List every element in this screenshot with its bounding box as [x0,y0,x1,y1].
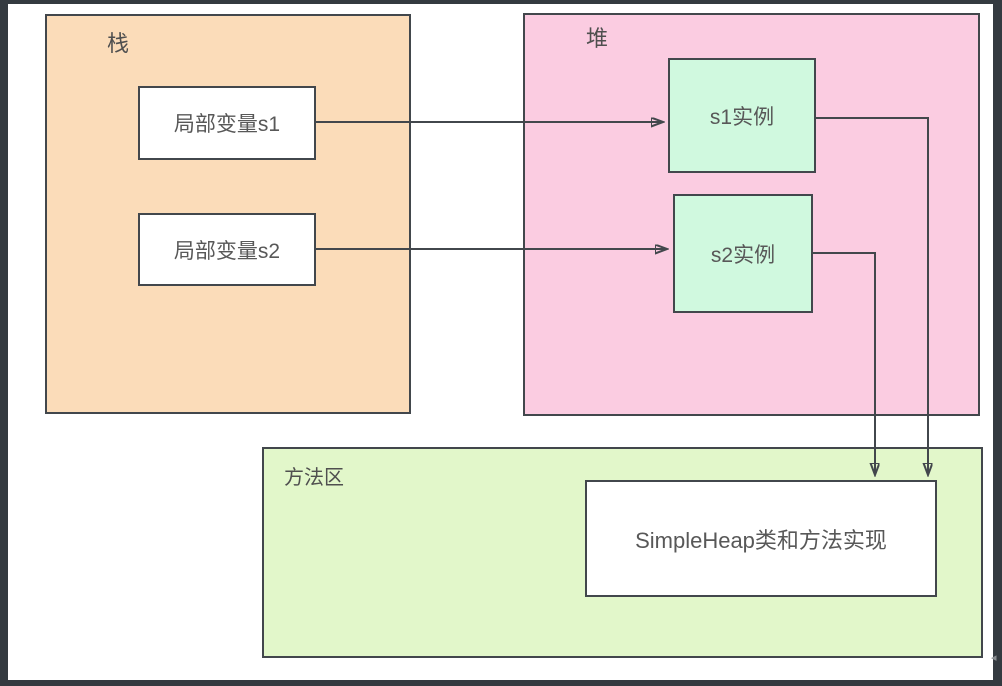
s1-instance-node: s1实例 [668,58,816,173]
heap-region-title: 堆 [586,26,609,51]
s2-instance-node: s2实例 [673,194,813,313]
method-area-region-title: 方法区 [284,467,344,489]
simpleheap-class-node: SimpleHeap类和方法实现 [585,480,937,597]
cursor-artifact: ◂ [991,652,997,664]
stack-region-title: 栈 [107,31,130,56]
local-variable-s2-node: 局部变量s2 [138,213,316,286]
local-variable-s1-node: 局部变量s1 [138,86,316,160]
